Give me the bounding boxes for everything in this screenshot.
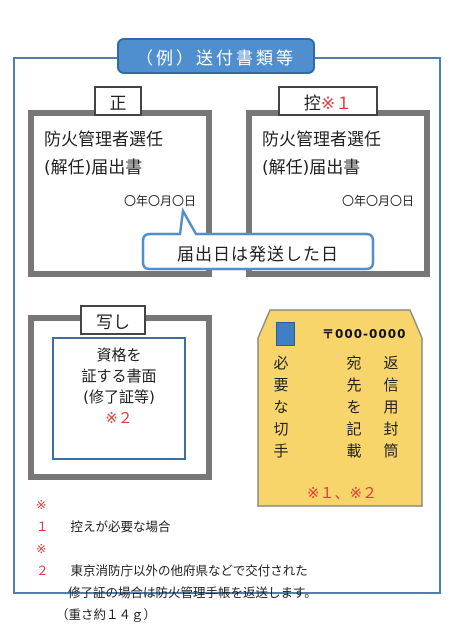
callout-shape (141, 207, 375, 271)
note-1: ※１ 控えが必要な場合 (36, 494, 317, 538)
note-4-text: （重さ約１４ｇ） (56, 607, 157, 622)
document-original-text: 防火管理者選任 (解任)届出書 (44, 126, 163, 182)
label-photocopy-text: 写し (96, 312, 130, 333)
document-original-date: 〇年〇月〇日 (123, 194, 196, 208)
note-4: （重さ約１４ｇ） (36, 604, 317, 626)
note-2-mark: ※２ (36, 541, 49, 578)
callout-text: 届出日は発送した日 (177, 244, 339, 265)
envelope-body (257, 309, 423, 507)
title-banner: （例）送付書類等 (117, 38, 315, 74)
note-2-text: 東京消防庁以外の他府県などで交付された (70, 563, 308, 578)
envelope-note: ※１、※２ (306, 484, 378, 502)
note-2: ※２ 東京消防庁以外の他府県などで交付された (36, 538, 317, 582)
title-text: （例）送付書類等 (136, 48, 296, 69)
note-1-text: 控えが必要な場合 (70, 519, 171, 534)
document-copy-line1: 防火管理者選任 (262, 130, 381, 150)
label-copy: 控※１ (278, 86, 378, 116)
document-copy-text: 防火管理者選任 (解任)届出書 (262, 126, 381, 182)
envelope-col-1: 返信用封筒 (383, 354, 399, 460)
postal-code: 〒000-0000 (322, 327, 407, 341)
note-3: 修了証の場合は防火管理手帳を返送します。 (36, 582, 317, 604)
document-copy-date: 〇年〇月〇日 (341, 194, 414, 208)
envelope-col-3: 必要な切手 (273, 354, 289, 460)
note-3-text: 修了証の場合は防火管理手帳を返送します。 (68, 585, 317, 600)
label-original: 正 (94, 86, 142, 116)
certificate-line1: 資格を (96, 346, 142, 364)
document-original-line2: (解任)届出書 (44, 158, 143, 178)
document-copy-line2: (解任)届出書 (262, 158, 361, 178)
label-original-text: 正 (109, 93, 127, 114)
label-copy-mark: ※１ (320, 93, 353, 114)
notes-list: ※１ 控えが必要な場合 ※２ 東京消防庁以外の他府県などで交付された 修了証の場… (36, 494, 317, 626)
envelope-col-2: 宛先を記載 (346, 354, 362, 460)
certificate-box: 資格を 証する書面 (修了証等) ※２ (52, 337, 186, 460)
stamp-icon (276, 322, 295, 346)
certificate-line3: (修了証等) (83, 388, 155, 406)
label-photocopy: 写し (80, 305, 146, 335)
certificate-mark: ※２ (105, 409, 133, 427)
label-copy-text: 控 (303, 93, 321, 114)
certificate-line2: 証する書面 (81, 367, 157, 385)
note-1-mark: ※１ (36, 497, 49, 534)
return-envelope (257, 309, 423, 507)
document-original-line1: 防火管理者選任 (44, 130, 163, 150)
